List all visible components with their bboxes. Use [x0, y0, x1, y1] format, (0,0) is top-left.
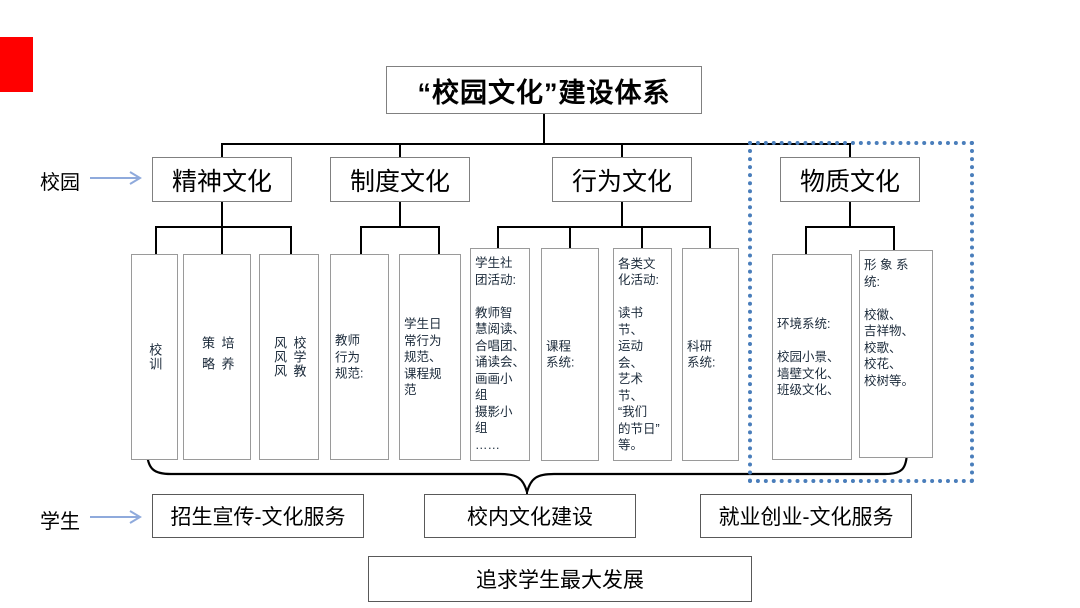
service-box-employment-entrepreneurship-service[interactable]: 就业创业-文化服务 [700, 494, 912, 538]
category-box-behavior-culture[interactable]: 行为文化 [552, 157, 692, 202]
detail-text-school-study-teaching-spirit: 校学教 风风风 [272, 336, 307, 378]
category-box-system-culture[interactable]: 制度文化 [330, 157, 470, 202]
connector-leg-spirit-3 [290, 226, 292, 254]
red-marker [0, 37, 33, 92]
detail-box-school-study-teaching-spirit[interactable]: 校学教 风风风 [259, 254, 319, 460]
service-box-campus-culture-construction[interactable]: 校内文化建设 [424, 494, 636, 538]
detail-text-cultural-activities: 各类文 化活动: 读书节、 运动会、 艺术节、 “我们 的节日” 等。 [618, 256, 660, 453]
detail-text-student-daily-conduct: 学生日 常行为 规范、 课程规 范 [404, 316, 442, 397]
detail-box-environment-system[interactable]: 环境系统: 校园小景、 墙壁文化、 班级文化、 [772, 254, 852, 460]
category-label-behavior-culture: 行为文化 [571, 167, 672, 196]
detail-box-cultural-activities[interactable]: 各类文 化活动: 读书节、 运动会、 艺术节、 “我们 的节日” 等。 [613, 248, 672, 461]
connector-bottom-brace [145, 448, 909, 496]
connector-drop-system [399, 143, 401, 165]
side-label-campus: 校园 [40, 166, 80, 195]
service-label-campus-culture: 校内文化建设 [467, 506, 593, 529]
connector-drop-behavior [621, 143, 623, 165]
detail-text-school-motto: 校训 [147, 343, 163, 371]
detail-text-image-system: 形 象 系 统: 校徽、 吉祥物、 校歌、 校花、 校树等。 [864, 258, 915, 388]
connector-bracket-material [805, 226, 895, 228]
connector-bracket-system [360, 226, 440, 228]
connector-leg-behavior-4 [709, 226, 711, 248]
diagram-title-box: “校园文化”建设体系 [386, 66, 702, 114]
connector-stem-spirit [221, 202, 223, 227]
connector-drop-material [849, 143, 851, 165]
connector-leg-behavior-1 [497, 226, 499, 248]
detail-box-image-system[interactable]: 形 象 系 统: 校徽、 吉祥物、 校歌、 校花、 校树等。 [859, 250, 933, 458]
detail-box-teacher-code-of-conduct[interactable]: 教师 行为 规范: [330, 254, 389, 460]
connector-leg-system-2 [438, 226, 440, 254]
connector-leg-material-2 [893, 226, 895, 254]
detail-text-teacher-code-of-conduct: 教师 行为 规范: [335, 333, 364, 381]
connector-leg-spirit-1 [155, 226, 157, 254]
service-box-enrollment-promotion-service[interactable]: 招生宣传-文化服务 [152, 494, 364, 538]
category-label-system-culture: 制度文化 [349, 167, 450, 196]
side-label-student-text: 学生 [40, 511, 80, 533]
connector-leg-spirit-2 [221, 226, 223, 254]
category-label-spirit-culture: 精神文化 [171, 167, 272, 196]
connector-leg-behavior-2 [569, 226, 571, 248]
page-title: “校园文化”建设体系 [417, 77, 671, 108]
goal-label: 追求学生最大发展 [476, 569, 644, 592]
detail-box-student-daily-conduct[interactable]: 学生日 常行为 规范、 课程规 范 [399, 254, 461, 460]
goal-box-pursue-max-student-development[interactable]: 追求学生最大发展 [368, 556, 752, 602]
connector-bracket-spirit [155, 226, 292, 228]
detail-box-school-motto[interactable]: 校训 [131, 254, 178, 460]
side-label-student: 学生 [40, 505, 80, 534]
connector-stem-behavior [621, 202, 623, 227]
connector-title-stem [543, 114, 545, 144]
connector-stem-material [849, 202, 851, 227]
detail-text-student-club-activities: 学生社 团活动: 教师智 慧阅读、 合唱团、 诵读会、 画画小 组 摄影小 组 … [475, 256, 526, 452]
arrow-student-icon [90, 510, 142, 524]
connector-level1-bus [222, 143, 850, 145]
detail-box-cultivation-strategy[interactable]: 培养 策略 [183, 254, 251, 460]
side-label-campus-text: 校园 [40, 172, 80, 194]
connector-leg-system-1 [360, 226, 362, 254]
connector-bracket-behavior [497, 226, 710, 228]
category-box-material-culture[interactable]: 物质文化 [780, 157, 920, 202]
detail-text-curriculum-system: 课程 系统: [546, 339, 575, 370]
connector-stem-system [399, 202, 401, 227]
arrow-campus-icon [90, 171, 142, 185]
detail-text-research-system: 科研 系统: [687, 339, 716, 370]
detail-text-cultivation-strategy: 培养 策略 [200, 336, 235, 378]
service-label-enrollment: 招生宣传-文化服务 [170, 506, 346, 529]
connector-leg-behavior-3 [641, 226, 643, 248]
detail-text-environment-system: 环境系统: 校园小景、 墙壁文化、 班级文化、 [777, 316, 840, 397]
detail-box-student-club-activities[interactable]: 学生社 团活动: 教师智 慧阅读、 合唱团、 诵读会、 画画小 组 摄影小 组 … [470, 248, 530, 461]
category-box-spirit-culture[interactable]: 精神文化 [152, 157, 292, 202]
category-label-material-culture: 物质文化 [799, 167, 900, 196]
connector-drop-spirit [221, 143, 223, 165]
connector-leg-material-1 [805, 226, 807, 254]
detail-box-research-system[interactable]: 科研 系统: [682, 248, 739, 461]
detail-box-curriculum-system[interactable]: 课程 系统: [541, 248, 599, 461]
service-label-employment: 就业创业-文化服务 [718, 506, 894, 529]
